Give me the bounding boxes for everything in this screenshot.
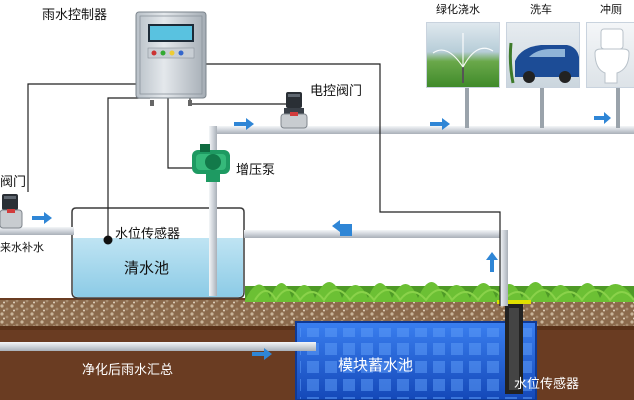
controller-cabinet-icon [135,11,207,106]
toilet-flush-image [586,22,634,88]
valve-left-label: 阀门 [0,175,27,190]
car-icon [508,42,579,84]
clear-water-pool [71,207,245,299]
level-sensor-top-label: 水位传感器 [115,227,181,242]
pipe-network [0,86,634,306]
pump-icon [192,144,230,182]
flow-arrow-icon [32,112,611,360]
supplement-label: 来水补水 [0,241,44,254]
collected-rainwater-label: 净化后雨水汇总 [82,363,174,378]
use-label-carwash: 洗车 [530,3,552,16]
level-sensor-bottom-label: 水位传感器 [514,377,580,392]
inlet-pipe [0,342,316,351]
booster-pump-label: 增压泵 [236,163,276,178]
lawn-watering-image [426,22,500,88]
valve-left-icon [0,194,23,229]
module-storage-tank [295,321,537,400]
electric-valve-label: 电控阀门 [310,84,363,99]
sprinkler-icon [432,33,494,83]
module-tank-label: 模块蓄水池 [338,356,414,374]
car-wash-image [506,22,580,88]
use-label-lawn: 绿化浇水 [436,3,480,16]
electric-valve-icon [280,92,308,129]
controller-label: 雨水控制器 [42,8,108,23]
use-label-toilet: 冲厕 [600,3,622,16]
grass [245,282,634,302]
sensor-float-icon [103,235,113,245]
sensor-probe-icon [497,300,531,394]
clear-pool-label: 清水池 [124,259,170,277]
toilet-icon [594,28,630,84]
